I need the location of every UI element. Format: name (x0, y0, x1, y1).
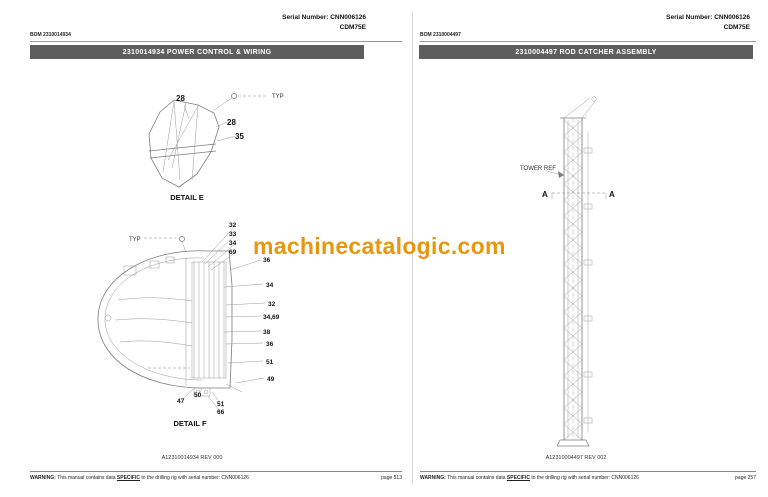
warning-label: WARNING: (420, 475, 446, 481)
warning-emphasis: SPECIFIC (506, 475, 530, 481)
part-callout: 35 (235, 132, 244, 141)
part-callout: 49 (267, 376, 275, 383)
serial-number: Serial Number: CNN006126 (666, 14, 750, 21)
part-callout: 32 (268, 301, 276, 308)
manual-page-right: Serial Number: CNN006126 CDM75E BOM 2310… (384, 0, 768, 497)
bom-reference: BOM 2310004497 (420, 32, 756, 42)
part-callout: 32 (229, 222, 237, 229)
manual-page-left: Serial Number: CNN006126 CDM75E BOM 2310… (30, 13, 402, 481)
part-callout: 66 (217, 409, 225, 416)
power-control-wiring-drawing: 28 28 35 TYP DETAIL E TYP (97, 93, 284, 428)
model-code: CDM75E (339, 24, 366, 32)
section-marker-a: A (609, 190, 615, 199)
rod-catcher-assembly-drawing: TOWER REF A A (520, 96, 615, 447)
tower-figure: TOWER REF A A (520, 96, 615, 447)
part-callout: 69 (229, 249, 237, 256)
revision-reference: A12310014934 REV 000 (161, 455, 223, 461)
warning-label: WARNING: (30, 475, 56, 481)
part-callout: 50 (194, 392, 202, 399)
part-callout: 38 (263, 329, 271, 336)
warning-post: to the drilling rig with serial number: … (531, 475, 639, 481)
watermark: machinecatalogic.com (253, 233, 506, 259)
part-callout: 33 (229, 231, 237, 238)
model-code: CDM75E (723, 24, 750, 32)
part-callout: 51 (266, 359, 274, 366)
detail-f-figure: TYP 32 3 (97, 222, 280, 428)
warning-pre: This manual contains data (447, 475, 506, 481)
part-callout: 36 (266, 341, 274, 348)
part-callout: 47 (177, 398, 185, 405)
part-callout: 28 (227, 118, 236, 127)
page-number: page 513 (381, 475, 402, 481)
typ-note: TYP (272, 94, 284, 100)
section-marker-a: A (542, 190, 548, 199)
serial-header: Serial Number: CNN006126 CDM75E (666, 13, 750, 34)
page-footer: WARNING: This manual contains data SPECI… (420, 471, 756, 481)
bom-reference: BOM 2310014934 (30, 32, 402, 42)
warning-pre: This manual contains data (57, 475, 116, 481)
detail-f-label: DETAIL F (173, 419, 206, 428)
revision-reference: A12310004497 REV 002 (545, 455, 607, 461)
detail-e-label: DETAIL E (170, 193, 203, 202)
serial-number: Serial Number: CNN006126 (282, 14, 366, 21)
serial-header: Serial Number: CNN006126 CDM75E (282, 13, 366, 34)
page-number: page 257 (735, 475, 756, 481)
page-divider (412, 12, 413, 484)
detail-e-figure: 28 28 35 TYP DETAIL E (148, 93, 284, 202)
warning-post: to the drilling rig with serial number: … (141, 475, 249, 481)
section-title-bar: 2310014934 POWER CONTROL & WIRING (30, 45, 364, 59)
warning-text: WARNING: This manual contains data SPECI… (30, 475, 249, 481)
part-callout: 34 (229, 240, 237, 247)
part-callout: 51 (217, 401, 225, 408)
part-callout: 34,69 (263, 314, 280, 321)
tower-ref-label: TOWER REF (520, 166, 556, 172)
part-callout: 28 (176, 94, 185, 103)
page-footer: WARNING: This manual contains data SPECI… (30, 471, 402, 481)
typ-note: TYP (129, 237, 141, 243)
warning-text: WARNING: This manual contains data SPECI… (420, 475, 639, 481)
warning-emphasis: SPECIFIC (116, 475, 140, 481)
section-title-bar: 2310004497 ROD CATCHER ASSEMBLY (419, 45, 753, 59)
part-callout: 34 (266, 282, 274, 289)
part-callout: 36 (263, 257, 271, 264)
